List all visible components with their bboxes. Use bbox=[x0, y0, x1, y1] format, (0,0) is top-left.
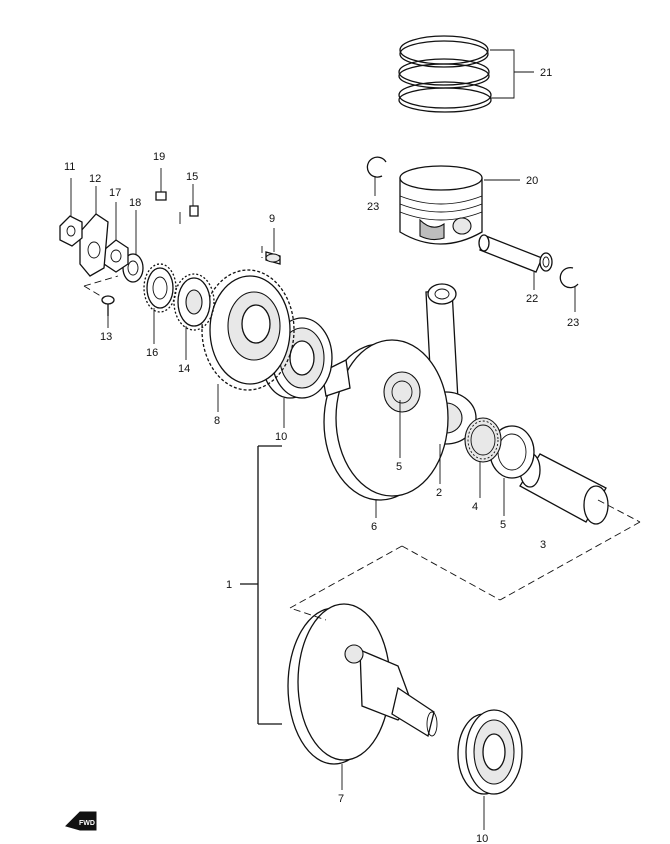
callout-12: 12 bbox=[89, 173, 101, 185]
callout-2: 2 bbox=[436, 487, 442, 499]
fwd-label: FWD bbox=[79, 820, 95, 827]
callout-13: 13 bbox=[100, 331, 112, 343]
piston-pin bbox=[478, 234, 553, 273]
small-keys bbox=[155, 191, 199, 224]
crankshaft-bearing-lower bbox=[457, 709, 523, 795]
leader-lines bbox=[70, 49, 576, 830]
piston bbox=[399, 165, 483, 245]
callout-10: 10 bbox=[275, 431, 287, 443]
crankshaft-left-half bbox=[287, 603, 438, 765]
assembly-bracket-1 bbox=[240, 445, 282, 725]
callout-19: 19 bbox=[153, 151, 165, 163]
callout-14: 14 bbox=[178, 363, 190, 375]
lock-plate-screw bbox=[101, 295, 115, 316]
primary-drive-gear bbox=[201, 269, 295, 391]
callout-16: 16 bbox=[146, 347, 158, 359]
callout-20: 20 bbox=[526, 175, 538, 187]
callout-9: 9 bbox=[269, 213, 275, 225]
callout-1: 1 bbox=[226, 579, 232, 591]
woodruff-key bbox=[265, 251, 281, 265]
piston-pin-circlips bbox=[366, 156, 579, 289]
callout-labels: 1 2 3 4 5 5 6 7 8 9 10 10 11 12 13 14 15… bbox=[64, 67, 579, 844]
crankshaft-nut bbox=[59, 215, 83, 247]
piston-rings bbox=[398, 35, 492, 113]
callout-23: 23 bbox=[367, 201, 379, 213]
callout-5: 5 bbox=[396, 461, 402, 473]
callout-4: 4 bbox=[472, 501, 478, 513]
crank-pin bbox=[519, 452, 609, 525]
callout-7: 7 bbox=[338, 793, 344, 805]
callout-5: 5 bbox=[500, 519, 506, 531]
callout-22: 22 bbox=[526, 293, 538, 305]
callout-21: 21 bbox=[540, 67, 552, 79]
crankshaft-right-half bbox=[321, 339, 449, 501]
callout-3: 3 bbox=[540, 539, 546, 551]
callout-6: 6 bbox=[371, 521, 377, 533]
lock-plate bbox=[79, 213, 109, 277]
callout-18: 18 bbox=[129, 197, 141, 209]
callout-8: 8 bbox=[214, 415, 220, 427]
callout-23: 23 bbox=[567, 317, 579, 329]
callout-10: 10 bbox=[476, 833, 488, 844]
callout-15: 15 bbox=[186, 171, 198, 183]
callout-11: 11 bbox=[64, 161, 75, 173]
assembly-guide-lines bbox=[83, 246, 641, 621]
cam-drive-gears bbox=[143, 263, 215, 331]
needle-bearing bbox=[464, 417, 502, 463]
callout-17: 17 bbox=[109, 187, 121, 199]
fwd-direction-badge: FWD bbox=[65, 811, 97, 831]
